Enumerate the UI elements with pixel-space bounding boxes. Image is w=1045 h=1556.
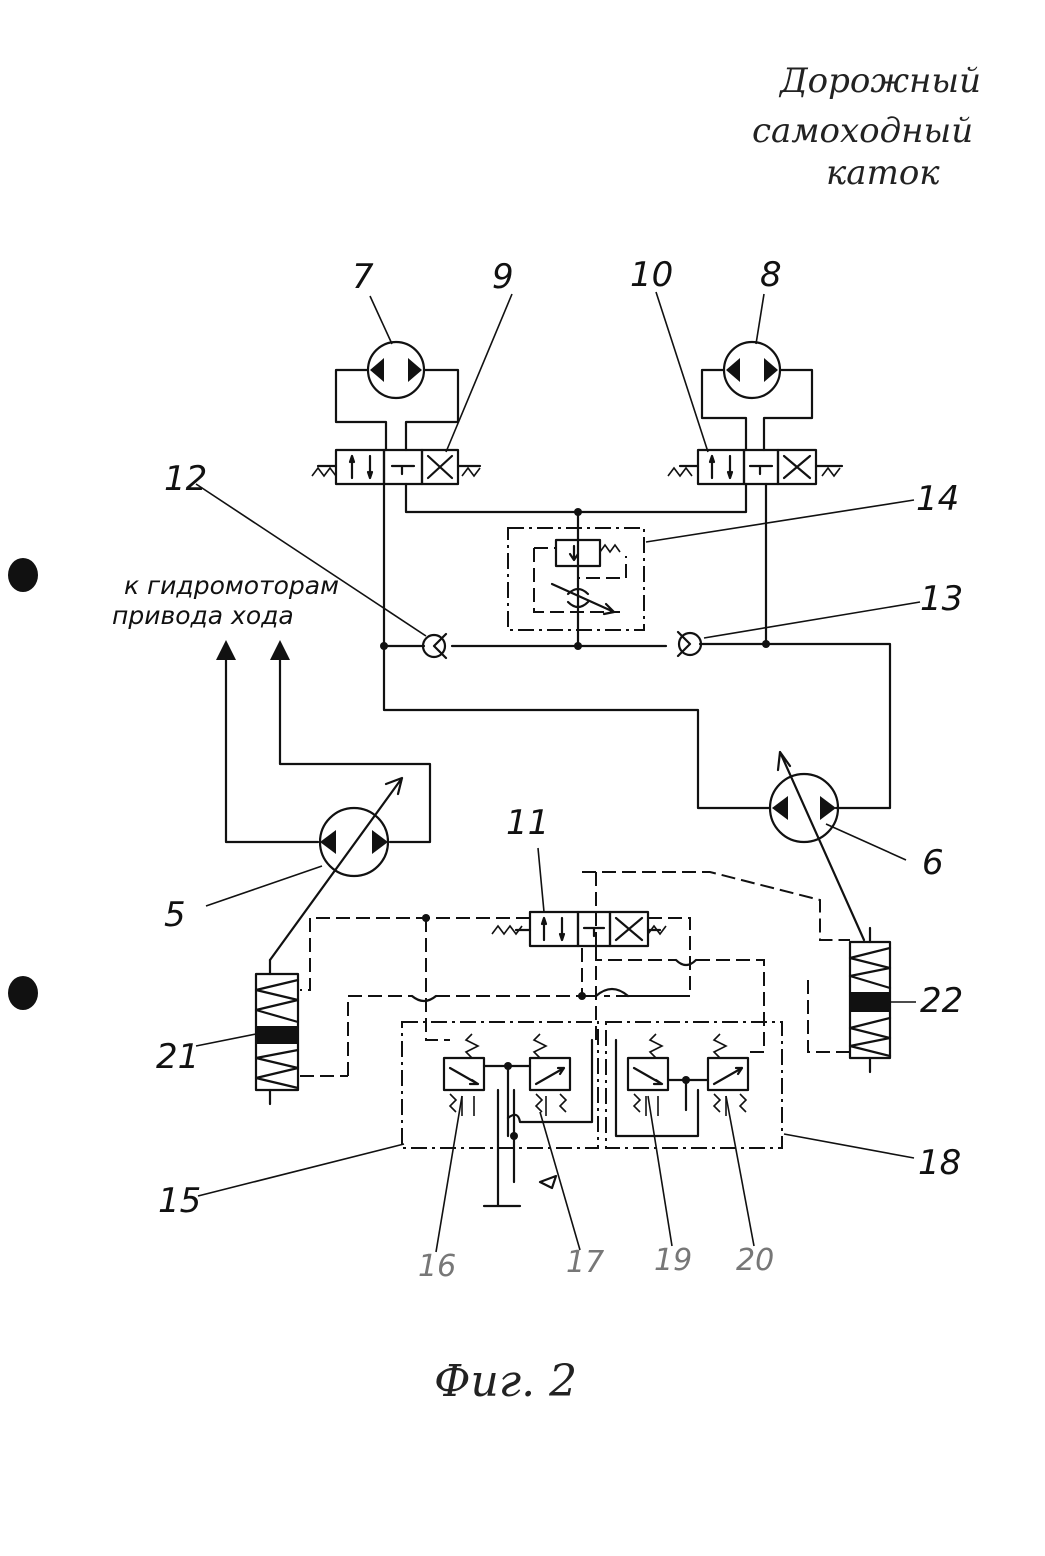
label-6: 6 xyxy=(922,843,944,883)
leader-lines xyxy=(196,292,920,1252)
directional-valve-10 xyxy=(668,450,842,484)
label-8: 8 xyxy=(760,255,782,295)
label-19: 19 xyxy=(654,1243,692,1278)
label-12: 12 xyxy=(164,459,207,499)
control-block-18 xyxy=(606,1022,782,1148)
reference-numerals: 7 9 10 8 12 14 13 6 5 11 21 22 15 18 16 … xyxy=(156,255,963,1284)
label-10: 10 xyxy=(630,255,673,295)
pump-5 xyxy=(216,640,430,960)
label-13: 13 xyxy=(920,579,963,619)
label-17: 17 xyxy=(566,1245,604,1280)
pump-6 xyxy=(770,752,864,940)
check-valve-12 xyxy=(423,634,446,658)
label-11: 11 xyxy=(506,803,549,843)
hydraulic-cylinder-21 xyxy=(256,960,298,1104)
label-16: 16 xyxy=(418,1249,456,1284)
title-line-2: самоходный xyxy=(752,111,973,151)
note-line-1: к гидромоторам xyxy=(124,571,339,600)
label-15: 15 xyxy=(158,1181,201,1221)
label-20: 20 xyxy=(736,1243,774,1278)
pilot-lines xyxy=(300,872,850,1076)
title-line-3: каток xyxy=(826,153,940,193)
control-block-15 xyxy=(402,1022,598,1206)
relief-block-14 xyxy=(508,528,644,630)
label-9: 9 xyxy=(492,257,514,297)
label-14: 14 xyxy=(916,479,959,519)
label-18: 18 xyxy=(918,1143,961,1183)
label-7: 7 xyxy=(352,257,374,297)
label-5: 5 xyxy=(164,895,186,935)
outlet-note: к гидромоторам привода хода xyxy=(112,571,339,630)
hydraulic-motor-7 xyxy=(336,342,458,450)
drawing-title: Дорожный самоходный каток xyxy=(752,61,981,193)
note-line-2: привода хода xyxy=(112,601,294,630)
pressure-lines xyxy=(380,484,890,808)
hydraulic-motor-8 xyxy=(702,342,812,450)
figure-caption: Фиг. 2 xyxy=(434,1356,577,1407)
label-21: 21 xyxy=(156,1037,199,1077)
directional-valve-9 xyxy=(312,450,480,484)
label-22: 22 xyxy=(920,981,963,1021)
title-line-1: Дорожный xyxy=(778,61,981,101)
check-valve-13 xyxy=(678,632,701,656)
hydraulic-cylinder-22 xyxy=(850,928,890,1072)
